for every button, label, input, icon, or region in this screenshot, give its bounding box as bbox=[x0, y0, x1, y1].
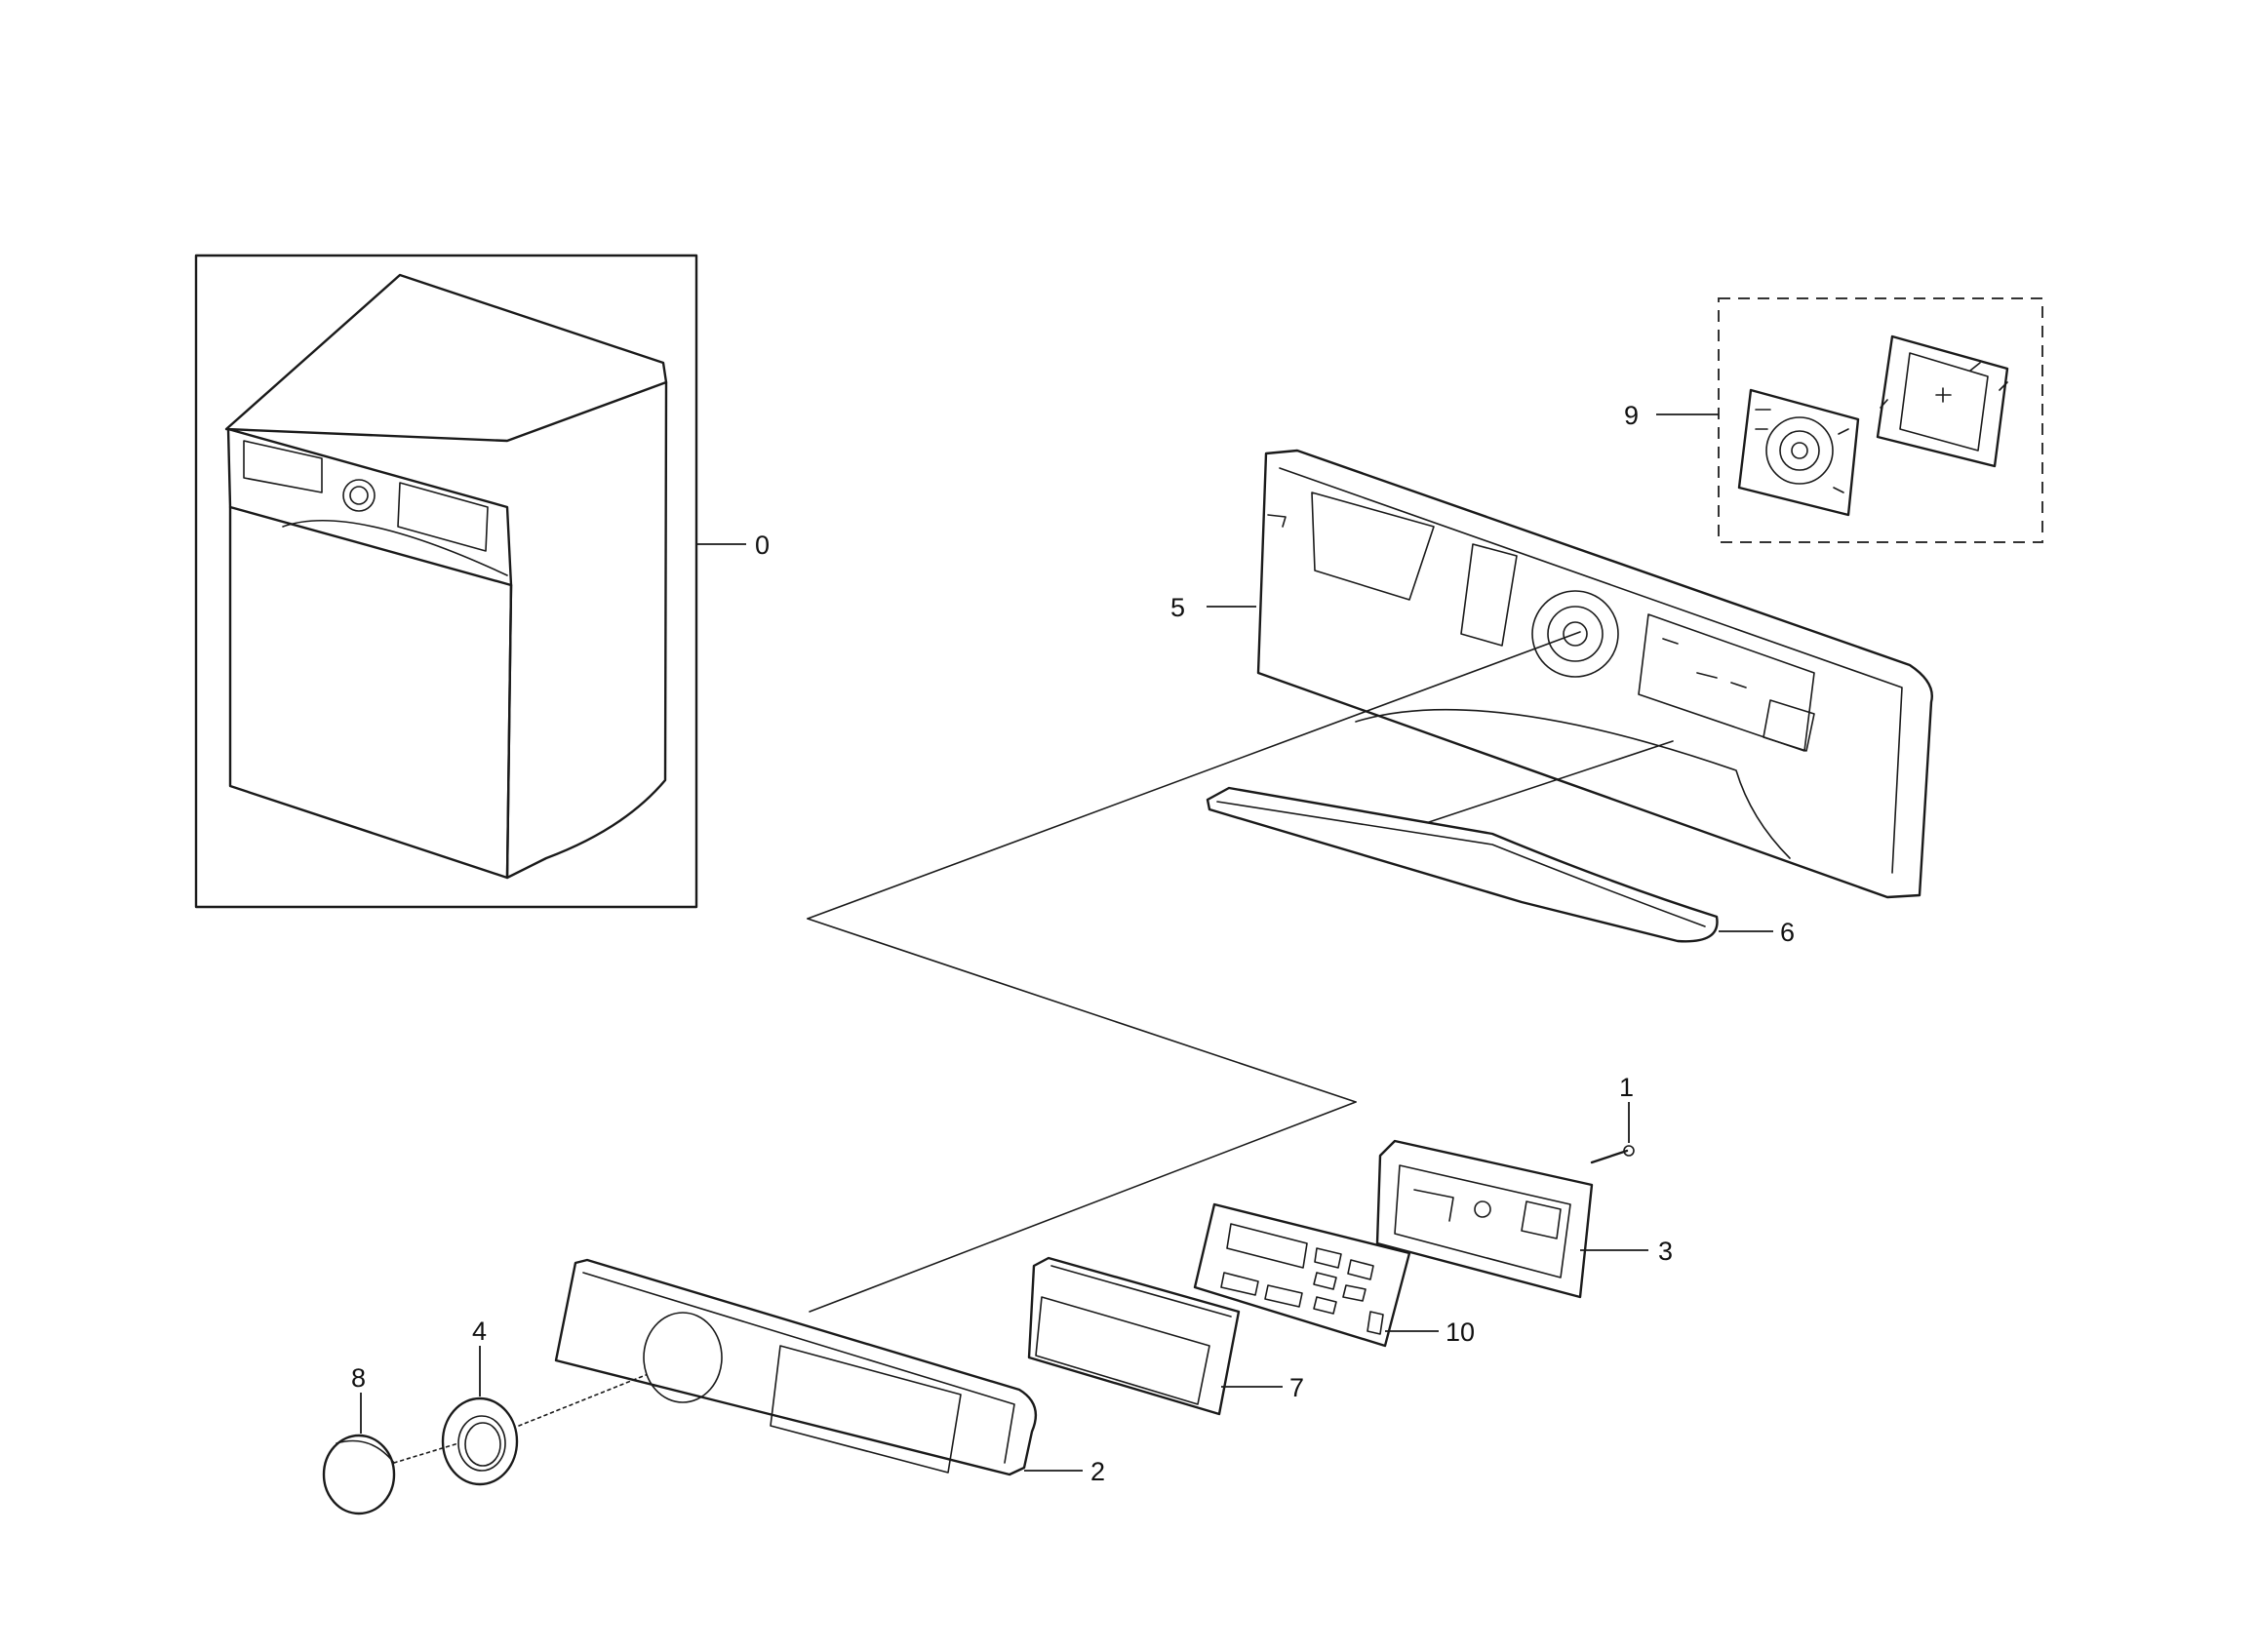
callout-4[interactable]: 4 bbox=[472, 1317, 487, 1346]
callout-0[interactable]: 0 bbox=[755, 531, 770, 560]
callout-1[interactable]: 1 bbox=[1619, 1073, 1634, 1102]
display-pcb-part-10[interactable]: 10 bbox=[1193, 1202, 1475, 1348]
display-window-part-7[interactable]: 7 bbox=[1027, 1256, 1304, 1416]
control-panel-frame-part-5[interactable]: 5 bbox=[1170, 449, 1933, 899]
callout-9[interactable]: 9 bbox=[1624, 401, 1639, 430]
trim-bar-part-6[interactable]: 6 bbox=[1206, 786, 1795, 947]
pcb-bracket-part-3[interactable]: 3 bbox=[1375, 1139, 1673, 1299]
appliance-illustration bbox=[224, 273, 668, 880]
knob-ring-part-4[interactable]: 4 bbox=[441, 1317, 647, 1486]
knob-part-8[interactable]: 8 bbox=[322, 1363, 459, 1515]
overview-part-0[interactable]: 0 bbox=[194, 254, 770, 909]
callout-8[interactable]: 8 bbox=[351, 1363, 366, 1393]
pcb-board-right bbox=[1876, 334, 2009, 468]
callout-10[interactable]: 10 bbox=[1446, 1318, 1475, 1347]
pcb-kit-part-9[interactable]: 9 bbox=[1624, 297, 2043, 543]
callout-3[interactable]: 3 bbox=[1658, 1237, 1673, 1266]
callout-7[interactable]: 7 bbox=[1289, 1373, 1304, 1402]
screw-part-1[interactable]: 1 bbox=[1590, 1073, 1635, 1164]
control-panel-cover-part-2[interactable]: 2 bbox=[554, 1258, 1105, 1486]
kit-dashed-frame bbox=[1718, 297, 2043, 543]
overview-frame bbox=[194, 254, 698, 909]
pcb-board-left bbox=[1737, 388, 1860, 517]
callout-5[interactable]: 5 bbox=[1170, 593, 1185, 622]
explode-guides bbox=[807, 631, 1674, 1313]
callout-6[interactable]: 6 bbox=[1780, 918, 1795, 947]
callout-2[interactable]: 2 bbox=[1090, 1457, 1105, 1486]
